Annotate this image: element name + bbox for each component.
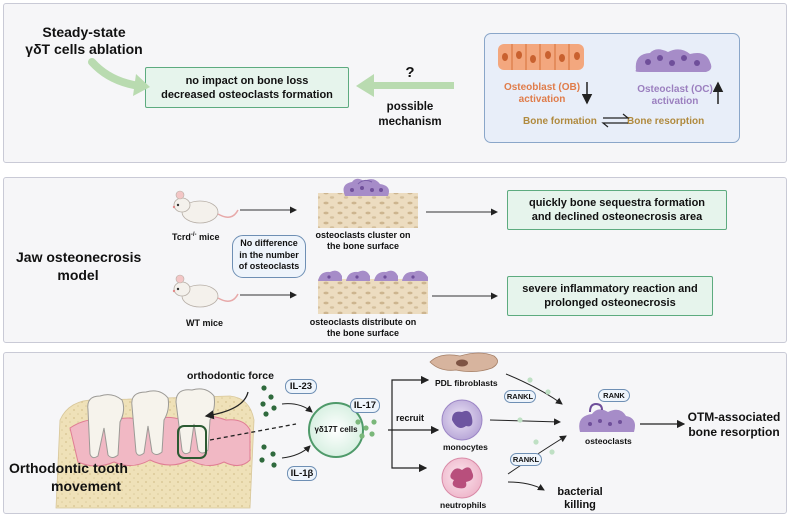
il23-pill: IL-23 <box>285 379 317 394</box>
green-arrow-mechanism <box>356 74 454 97</box>
tcrd-sup: -/- <box>190 232 197 238</box>
rankl-dots <box>517 377 555 455</box>
gd17t-cell-label: γδ17T cells <box>314 425 358 434</box>
il23-arrow <box>281 403 313 413</box>
bacterial-killing-label: bacterial killing <box>550 486 610 512</box>
osteoblast-label: Osteoblast (OB) activation <box>497 82 587 106</box>
outcome1-line2: and declined osteonecrosis area <box>531 211 703 223</box>
recruit-branch-arrows <box>388 375 440 473</box>
panel1-title: Steady-state γδT cells ablation <box>24 24 144 58</box>
panel1-result-box: no impact on bone loss decreased osteocl… <box>145 67 349 108</box>
il23-dots <box>260 385 277 417</box>
tcrd-text: Tcrd <box>172 232 191 242</box>
equilibrium-arrows <box>601 113 630 128</box>
rankl-pill-2: RANKL <box>510 453 542 466</box>
panel1-title-line2: γδT cells ablation <box>25 41 143 57</box>
bone-block-distributed <box>318 270 428 314</box>
teeth-jaw-icon <box>55 388 255 509</box>
osteoclasts-label: osteoclasts <box>585 436 632 446</box>
mouse-icon-wt <box>172 274 239 308</box>
no-difference-bubble: No difference in the number of osteoclas… <box>232 235 306 278</box>
panel3-title: Orthodontic tooth movement <box>9 459 128 495</box>
mono-to-oc-arrow <box>489 418 561 426</box>
outcome2-line1: severe inflammatory reaction and <box>522 283 698 295</box>
orthodontic-force-label: orthodontic force <box>187 370 274 382</box>
panel2-title-line1: Jaw osteonecrosis <box>16 249 142 265</box>
pdl-to-oc-arrow <box>505 373 563 405</box>
green-arrow-title <box>88 58 150 96</box>
il17-pill: IL-17 <box>350 398 380 413</box>
outcome1-line1: quickly bone sequestra formation <box>528 197 706 209</box>
rankl-pill-1: RANKL <box>504 390 536 403</box>
wt-mice-label: WT mice <box>186 318 224 328</box>
neut-to-killing-arrow <box>507 481 545 491</box>
cluster-caption: osteoclasts cluster on the bone surface <box>302 230 424 252</box>
il17-dots <box>355 419 377 439</box>
osteoclast-icon-panel3 <box>579 402 635 432</box>
outcome2-line2: prolonged osteonecrosis <box>544 297 676 309</box>
pdl-fibroblasts-label: PDL fibroblasts <box>435 378 498 388</box>
osteoclast-label: Osteoclast (OC) activation <box>630 84 720 108</box>
zoom-dashed-line <box>209 423 297 441</box>
outcome-box-tcrd: quickly bone sequestra formation and dec… <box>507 190 727 230</box>
bone-block-cluster <box>318 178 418 228</box>
result-line2: decreased osteoclasts formation <box>161 88 333 101</box>
cluster-line2: the bone surface <box>326 241 400 251</box>
question-mark: ? <box>405 64 415 81</box>
ob-line2: activation <box>518 94 566 105</box>
il1b-dots <box>259 444 277 468</box>
distribute-caption: osteoclasts distribute on the bone surfa… <box>298 317 428 339</box>
gd17t-cell-icon <box>308 402 364 458</box>
otm-outcome-label: OTM-associated bone resorption <box>684 410 784 440</box>
panel2-title: Jaw osteonecrosis model <box>16 248 142 284</box>
recruit-label: recruit <box>396 413 425 423</box>
panel3-title-line1: Orthodontic tooth <box>9 460 128 476</box>
rank-pill: RANK <box>598 389 630 402</box>
mouse-icon-tcrd <box>172 190 239 224</box>
tcrd-mice-label: Tcrd-/- mice <box>172 232 220 242</box>
osteoblast-cells-icon <box>498 44 584 70</box>
mechanism-line2: mechanism <box>378 116 442 128</box>
tcrd-suffix: mice <box>196 232 220 242</box>
outcome-line1: OTM-associated <box>687 410 781 424</box>
cluster-line1: osteoclasts cluster on <box>315 230 411 240</box>
result-line1: no impact on bone loss <box>185 74 309 87</box>
bone-resorption-label: Bone resorption <box>627 116 705 127</box>
panel3-title-line2: movement <box>51 478 122 494</box>
neutrophils-label: neutrophils <box>440 500 487 510</box>
mechanism-line1: possible <box>386 101 434 113</box>
outcome-line2: bone resorption <box>688 425 780 439</box>
oc-line1: Osteoclast (OC) <box>637 84 713 95</box>
monocytes-label: monocytes <box>443 442 488 452</box>
bacterial-line2: killing <box>564 499 596 511</box>
panel2-title-line2: model <box>57 267 99 283</box>
no-diff-line1: No difference <box>240 238 298 248</box>
distribute-line1: osteoclasts distribute on <box>309 317 417 327</box>
no-diff-line2: in the number <box>239 249 299 260</box>
ob-line1: Osteoblast (OB) <box>503 82 581 93</box>
il1b-pill: IL-1β <box>287 466 317 481</box>
pdl-fibroblast-icon <box>429 352 498 372</box>
bacterial-line1: bacterial <box>557 486 603 498</box>
distribute-line2: the bone surface <box>326 328 400 338</box>
possible-mechanism-label: possible mechanism <box>374 100 446 130</box>
neutrophil-icon <box>441 457 483 499</box>
outcome-box-wt: severe inflammatory reaction and prolong… <box>507 276 713 316</box>
monocyte-icon <box>441 399 483 441</box>
panel1-title-line1: Steady-state <box>42 24 126 40</box>
bone-formation-label: Bone formation <box>523 116 597 127</box>
mechanism-box <box>484 33 740 143</box>
osteoclast-cell-icon <box>635 49 712 72</box>
il1b-arrow <box>281 445 311 459</box>
no-diff-line3: of osteoclasts <box>238 261 300 271</box>
orthodontic-force-arrow <box>204 391 249 420</box>
oc-line2: activation <box>651 96 699 107</box>
